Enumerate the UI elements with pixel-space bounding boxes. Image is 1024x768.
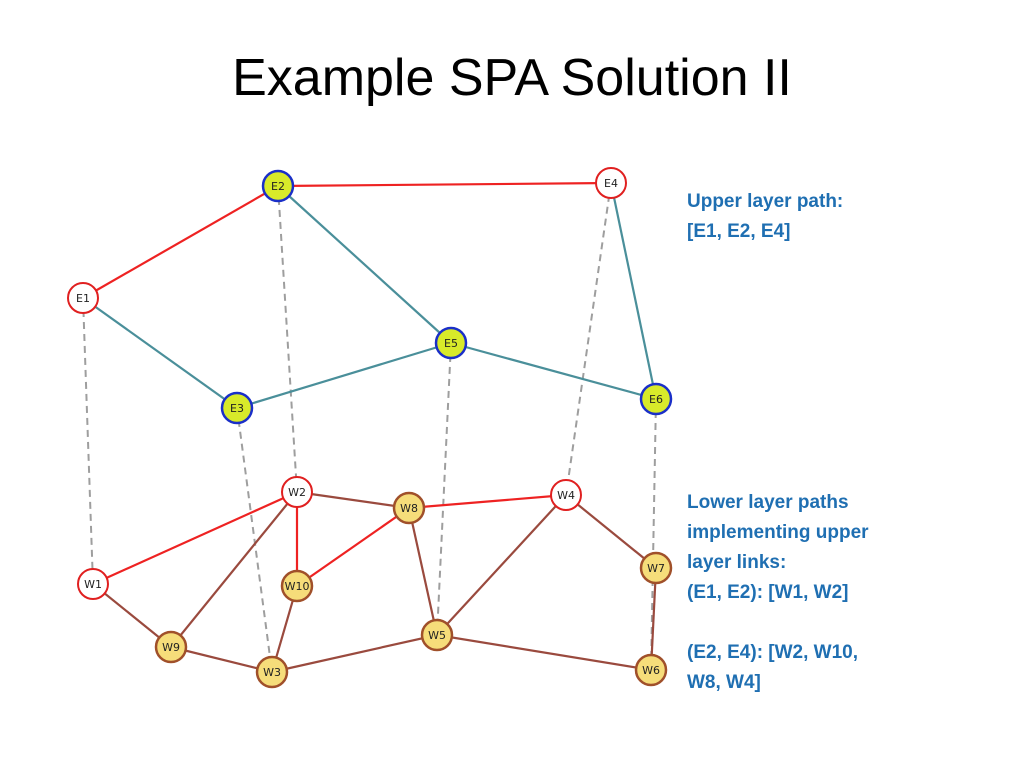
node-circle <box>392 491 426 525</box>
node-e5: E5 <box>434 326 468 360</box>
node-e4: E4 <box>595 167 627 199</box>
edge-e2-e5 <box>277 185 452 344</box>
node-label: E6 <box>649 393 663 406</box>
edge-w4-w7 <box>565 494 657 569</box>
node-w10: W10 <box>280 569 314 603</box>
lower-note-line: (E1, E2): [W1, W2] <box>687 582 849 603</box>
lower-note-line: layer links: <box>687 552 787 573</box>
node-circle <box>281 476 313 508</box>
node-circle <box>595 167 627 199</box>
node-label: W8 <box>400 502 418 515</box>
edge-w2-w8 <box>296 490 410 510</box>
node-label: E5 <box>444 337 458 350</box>
node-label: W4 <box>557 489 575 502</box>
node-w1: W1 <box>77 568 109 600</box>
edge-w3-w5 <box>271 633 438 674</box>
edge-w8-w5 <box>407 507 439 636</box>
node-w3: W3 <box>255 655 289 689</box>
node-circle <box>77 568 109 600</box>
node-circle <box>639 382 673 416</box>
edge-w10-w8 <box>296 507 410 587</box>
edge-w5-w4 <box>436 494 567 636</box>
node-circle <box>255 655 289 689</box>
node-label: E2 <box>271 180 285 193</box>
node-circle <box>280 569 314 603</box>
edge-w9-w2 <box>170 491 298 648</box>
lower-layer-note: Lower layer paths implementing upper lay… <box>687 488 1017 698</box>
node-w6: W6 <box>634 653 668 687</box>
edge-w7-w6 <box>649 567 658 671</box>
node-label: W3 <box>263 666 281 679</box>
node-label: W7 <box>647 562 665 575</box>
edge-e1-w1 <box>82 297 94 585</box>
node-w4: W4 <box>550 479 582 511</box>
edge-e2-w2 <box>277 185 298 493</box>
node-label: W10 <box>285 580 310 593</box>
node-label: W2 <box>288 486 306 499</box>
node-w5: W5 <box>420 618 454 652</box>
upper-note-line: [E1, E2, E4] <box>687 221 791 242</box>
edge-e5-e6 <box>450 341 657 401</box>
node-label: W9 <box>162 641 180 654</box>
edge-w8-w4 <box>408 493 567 510</box>
node-e2: E2 <box>261 169 295 203</box>
node-w9: W9 <box>154 630 188 664</box>
lower-note-line: Lower layer paths <box>687 492 849 513</box>
node-circle <box>550 479 582 511</box>
node-circle <box>434 326 468 360</box>
edge-e1-e2 <box>82 185 279 299</box>
node-e3: E3 <box>220 391 254 425</box>
edge-e3-w3 <box>236 407 273 673</box>
node-label: E4 <box>604 177 618 190</box>
node-label: W6 <box>642 664 660 677</box>
edge-e6-w6 <box>650 398 657 671</box>
edge-w9-w3 <box>170 645 273 674</box>
edge-e1-e3 <box>82 297 238 409</box>
edge-e4-e6 <box>609 182 658 400</box>
slide-title: Example SPA Solution II <box>232 49 792 107</box>
node-label: E3 <box>230 402 244 415</box>
edge-e4-w4 <box>565 182 612 496</box>
node-e1: E1 <box>67 282 99 314</box>
node-w8: W8 <box>392 491 426 525</box>
lower-note-line: implementing upper <box>687 522 869 543</box>
node-circle <box>67 282 99 314</box>
lower-note-line: (E2, E4): [W2, W10, <box>687 642 859 663</box>
node-circle <box>154 630 188 664</box>
lower-note-line: W8, W4] <box>687 672 761 693</box>
node-label: E1 <box>76 292 90 305</box>
edges-layer <box>82 181 658 674</box>
node-circle <box>261 169 295 203</box>
node-label: W5 <box>428 629 446 642</box>
lower-note-spacer <box>687 608 1017 638</box>
node-circle <box>634 653 668 687</box>
node-e6: E6 <box>639 382 673 416</box>
upper-layer-note: Upper layer path: [E1, E2, E4] <box>687 187 1017 247</box>
node-circle <box>420 618 454 652</box>
node-circle <box>220 391 254 425</box>
edge-e3-e5 <box>236 341 452 410</box>
upper-note-line: Upper layer path: <box>687 191 844 212</box>
node-circle <box>639 551 673 585</box>
edge-w5-w6 <box>436 633 652 672</box>
node-w7: W7 <box>639 551 673 585</box>
edge-e5-w5 <box>436 342 452 636</box>
edge-e2-e4 <box>277 181 612 188</box>
edge-w1-w9 <box>92 583 172 648</box>
edge-w1-w2 <box>92 490 298 586</box>
node-label: W1 <box>84 578 102 591</box>
node-w2: W2 <box>281 476 313 508</box>
